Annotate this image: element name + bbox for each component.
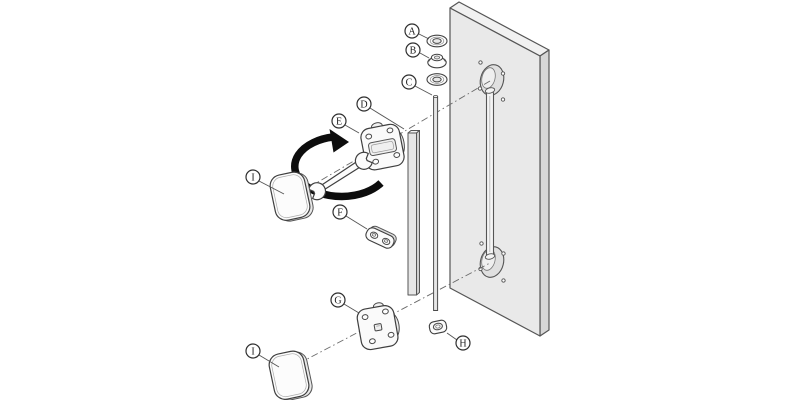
- pilot-hole-dot: [478, 60, 483, 65]
- plate-e-slot-inner: [370, 141, 395, 154]
- pull-handle-bar: [484, 87, 496, 260]
- rotation-arrowhead: [329, 129, 349, 153]
- plate-g-screw-holes: [361, 308, 395, 345]
- panel-side-face: [539, 49, 550, 337]
- callout-bubbles: A B C D E F G H: [245, 23, 471, 359]
- washer-second: [426, 73, 448, 86]
- pilot-hole-dot: [479, 241, 484, 246]
- mounting-plate-g: [356, 302, 400, 351]
- callout-leader-lines: [258, 33, 458, 368]
- cover-cap-i-upper: [269, 171, 314, 222]
- cover-upper-rim: [272, 174, 308, 219]
- pilot-hole-dots: [477, 60, 506, 283]
- threaded-rod-c: [433, 95, 439, 311]
- cover-lower-rim: [271, 353, 307, 398]
- pilot-hole-dot: [500, 97, 506, 102]
- callout-e: E: [331, 113, 347, 129]
- callout-h: H: [455, 335, 471, 351]
- handle-top-hole-inner-rim: [481, 67, 496, 89]
- callout-a-letter: A: [408, 27, 416, 38]
- callout-g: G: [330, 292, 346, 308]
- callout-i-lower-letter: I: [251, 347, 254, 358]
- cover-upper-face: [269, 171, 311, 221]
- cover-lower-face: [268, 350, 310, 400]
- callout-i-lower: I: [245, 343, 261, 359]
- callout-b: B: [405, 42, 421, 58]
- washer-a: [426, 34, 448, 48]
- plate-e-slot: [368, 138, 397, 157]
- callout-c: C: [401, 74, 417, 90]
- wrench-head-lower: [308, 182, 327, 201]
- pilot-hole-dot: [501, 251, 506, 256]
- callout-i-upper-letter: I: [251, 173, 254, 184]
- callout-a: A: [404, 23, 420, 39]
- panel-front-face: [449, 7, 541, 337]
- door-panel: [449, 1, 550, 337]
- handle-top-ferrule: [484, 87, 496, 94]
- open-end-wrench: [308, 151, 373, 201]
- callout-b-letter: B: [410, 46, 417, 57]
- callout-i-upper: I: [245, 169, 261, 185]
- flange-nut-h: [428, 319, 448, 335]
- callout-f-letter: F: [337, 208, 343, 219]
- callout-f: F: [332, 204, 348, 220]
- callout-c-letter: C: [406, 78, 413, 89]
- cover-cap-i-lower: [268, 350, 313, 400]
- pilot-hole-dot: [477, 86, 483, 91]
- gasket-strip-d: [407, 130, 420, 296]
- pilot-hole-dot: [501, 278, 506, 283]
- pilot-hole-dot: [500, 71, 506, 76]
- callout-d-letter: D: [360, 100, 367, 111]
- plate-e-screw-holes: [365, 127, 401, 165]
- plate-g-slot: [373, 323, 383, 332]
- wrench-shaft: [318, 159, 363, 192]
- wrench-head-upper: [354, 151, 373, 170]
- gasket-front-face: [407, 132, 417, 296]
- handle-bottom-ferrule: [484, 253, 496, 260]
- clamp-bracket-f: [365, 225, 397, 249]
- callout-h-letter: H: [459, 339, 466, 350]
- callout-e-letter: E: [336, 117, 342, 128]
- callout-g-letter: G: [334, 296, 341, 307]
- nut-b: [427, 53, 447, 69]
- callout-d: D: [356, 96, 372, 112]
- mounting-plate-e: [360, 122, 405, 171]
